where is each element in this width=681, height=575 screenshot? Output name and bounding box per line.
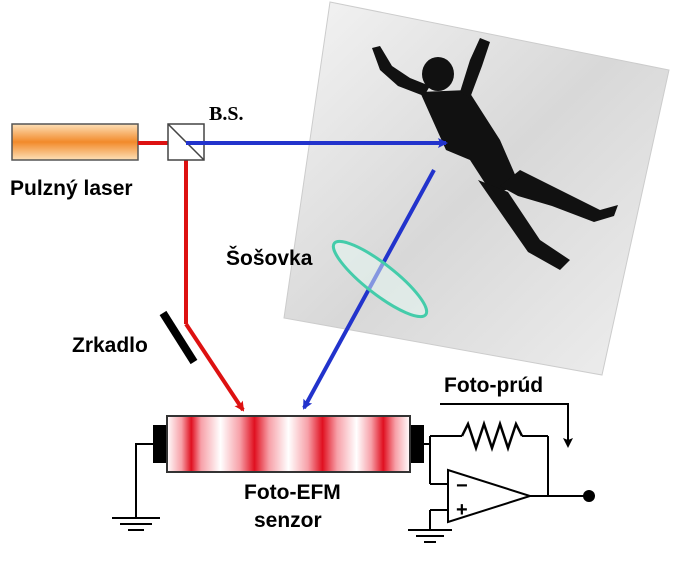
photo-sensor-icon: [153, 415, 424, 473]
opamp-plus: +: [456, 499, 468, 521]
scene-image: [283, 1, 670, 376]
photocurrent-arrow: [440, 403, 573, 448]
ground-icon: [112, 443, 160, 531]
scene-silhouette: [372, 38, 618, 270]
lens-label: Šošovka: [226, 246, 313, 270]
lens-icon: [331, 239, 429, 319]
photocurrent-label: Foto-prúd: [444, 374, 543, 397]
mirror-label: Zrkadlo: [72, 334, 148, 357]
beam-splitter-label: B.S.: [209, 103, 243, 125]
readout-circuit: [408, 435, 585, 543]
resistor-icon: [460, 420, 524, 452]
mirror-icon: [159, 310, 198, 365]
output-terminal: [583, 490, 595, 502]
laser-beam: [138, 141, 245, 412]
sensor-label-line1: Foto-EFM: [244, 481, 341, 504]
laser-label: Pulzný laser: [10, 177, 133, 200]
laser-source: [11, 123, 139, 161]
opamp-minus: −: [456, 475, 468, 497]
sensor-label-line2: senzor: [254, 509, 322, 532]
opamp-icon: − +: [447, 468, 534, 524]
